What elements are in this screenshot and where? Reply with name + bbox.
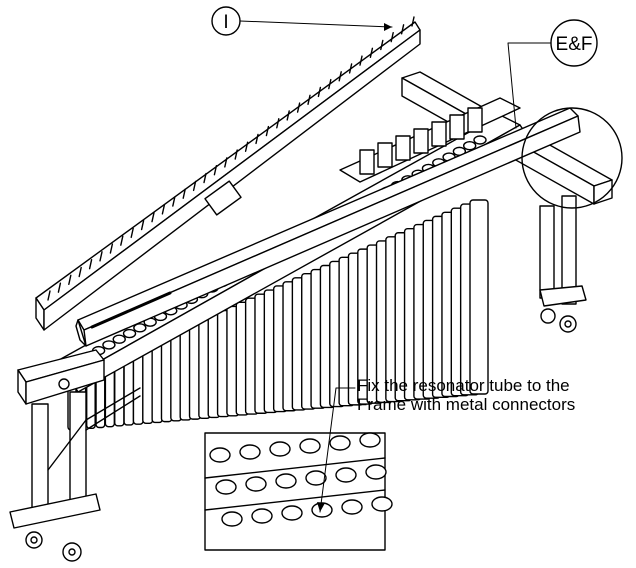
inset-tube bbox=[359, 432, 381, 448]
rail-pin bbox=[182, 188, 186, 199]
rail-pin bbox=[130, 227, 134, 239]
bar-holder bbox=[377, 142, 393, 168]
top-rail-part-i bbox=[35, 16, 421, 331]
rail-pin bbox=[255, 133, 259, 145]
key-bar-end bbox=[122, 328, 137, 339]
cross-beam bbox=[75, 107, 581, 347]
rail-pin bbox=[172, 196, 176, 207]
inset-tube bbox=[305, 470, 327, 486]
rail-pin bbox=[151, 212, 155, 223]
bar-holder bbox=[395, 135, 411, 161]
rail-pin bbox=[276, 118, 280, 129]
rail-pin bbox=[400, 24, 405, 35]
rail-pin bbox=[47, 290, 51, 301]
rail-pin bbox=[359, 55, 363, 66]
bar-holder bbox=[467, 107, 483, 133]
rail-pin bbox=[296, 102, 301, 113]
inset-rail bbox=[204, 489, 386, 511]
detail-inset bbox=[204, 387, 393, 551]
rail-pin bbox=[286, 110, 290, 121]
inset-tube bbox=[275, 473, 297, 489]
inset-tube bbox=[371, 496, 393, 512]
bar-holder bbox=[413, 128, 429, 154]
inset-tube bbox=[341, 499, 363, 515]
rail-pin bbox=[68, 274, 72, 286]
rail-pin bbox=[411, 16, 415, 27]
callout-label-i: I bbox=[223, 12, 228, 33]
rail-pin bbox=[234, 149, 238, 160]
rail-pin bbox=[213, 165, 218, 176]
key-bar-end bbox=[473, 135, 487, 145]
rail-pin bbox=[244, 141, 249, 152]
callout-part-ef bbox=[507, 19, 623, 209]
key-bar-end bbox=[112, 334, 126, 344]
rail-pin bbox=[120, 235, 124, 246]
inset-tube bbox=[335, 467, 357, 483]
rail-pin bbox=[203, 172, 207, 184]
inset-tube bbox=[245, 476, 267, 492]
resonator-tube bbox=[151, 338, 163, 424]
rail-pin bbox=[78, 266, 82, 278]
inset-tube bbox=[239, 444, 261, 460]
key-bar-end bbox=[462, 140, 477, 151]
rail-pin bbox=[161, 204, 166, 215]
bar-holder bbox=[359, 149, 375, 175]
inset-tube bbox=[299, 438, 321, 454]
key-bar-end bbox=[133, 323, 147, 333]
near-end-frame bbox=[9, 349, 141, 562]
rail-pin bbox=[140, 219, 145, 231]
rail-pin bbox=[390, 31, 394, 43]
rail-pin bbox=[224, 157, 228, 168]
rail-pin bbox=[57, 282, 62, 293]
inset-tube bbox=[215, 479, 237, 495]
resonator-tube bbox=[469, 199, 489, 395]
rail-pin bbox=[265, 125, 270, 137]
bar-holder bbox=[431, 121, 447, 147]
rail-pin bbox=[99, 251, 103, 262]
rail-pin bbox=[88, 258, 93, 270]
rail-pin bbox=[109, 243, 114, 254]
inset-tube bbox=[221, 511, 243, 527]
callout-part-i bbox=[211, 6, 393, 36]
rail-pin bbox=[328, 78, 332, 90]
resonator-tubes bbox=[67, 199, 489, 431]
callout-label-ef: E&F bbox=[556, 34, 593, 55]
rail-pin bbox=[369, 47, 374, 59]
inset-tube bbox=[209, 447, 231, 463]
bar-holder bbox=[449, 114, 465, 140]
rail-pin bbox=[380, 39, 384, 51]
rail-pin bbox=[307, 94, 311, 105]
assembly-note: Fix the resonator tube to the Frame with… bbox=[357, 376, 575, 414]
note-line-1: Fix the resonator tube to the bbox=[357, 376, 570, 395]
inset-rail bbox=[204, 457, 386, 479]
inset-tube bbox=[281, 505, 303, 521]
key-bar-end bbox=[102, 340, 116, 350]
rail-pin bbox=[338, 71, 342, 82]
inset-tube bbox=[365, 464, 387, 480]
rail-pin bbox=[317, 86, 322, 98]
inset-tube bbox=[329, 435, 351, 451]
rail-pin bbox=[348, 63, 353, 74]
rail-pin bbox=[192, 180, 197, 192]
note-line-2: Frame with metal connectors bbox=[357, 395, 576, 414]
inset-tube bbox=[269, 441, 291, 457]
inset-tube bbox=[251, 508, 273, 524]
